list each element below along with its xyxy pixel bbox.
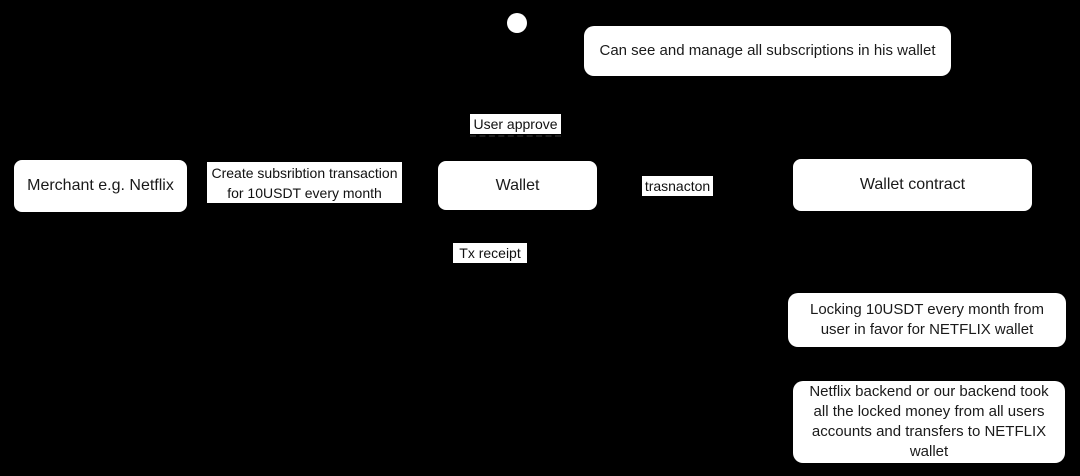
note-manage-subscriptions: Can see and manage all subscriptions in … xyxy=(584,26,951,76)
message-label-user-approve: User approve xyxy=(470,114,561,134)
note-locking-usdt: Locking 10USDT every month from user in … xyxy=(788,293,1066,347)
dashed-arrow-remnant xyxy=(470,135,561,137)
participant-merchant: Merchant e.g. Netflix xyxy=(14,160,187,212)
participant-wallet: Wallet xyxy=(438,161,597,210)
message-label-transaction: trasnacton xyxy=(642,176,713,196)
message-label-tx-receipt: Tx receipt xyxy=(453,243,527,263)
user-actor-head-icon xyxy=(507,13,527,33)
note-backend-transfer: Netflix backend or our backend took all … xyxy=(793,381,1065,463)
participant-wallet-contract: Wallet contract xyxy=(793,159,1032,211)
message-label-create-subscription: Create subsribtion transaction for 10USD… xyxy=(207,162,402,203)
